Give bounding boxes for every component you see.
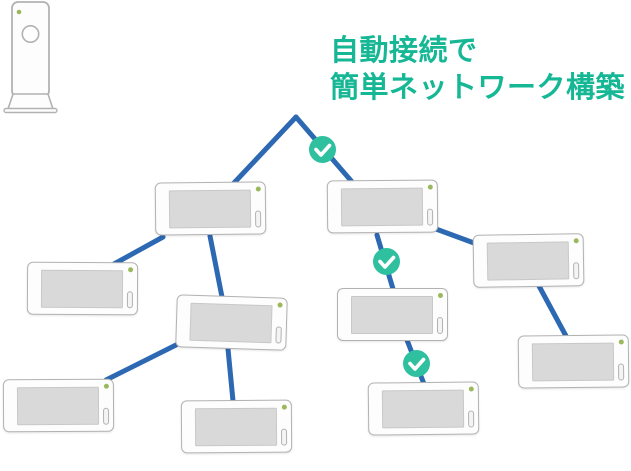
status-led-icon (427, 184, 433, 190)
status-led-icon (281, 404, 287, 410)
phone-3 (175, 294, 288, 351)
connection-line (225, 346, 236, 404)
wifi-base-station (0, 0, 60, 121)
phone-6 (326, 179, 439, 234)
phone-screen (381, 389, 465, 429)
connection-line (433, 226, 477, 246)
phone-2 (26, 261, 139, 316)
phone-7 (337, 288, 448, 341)
check-icon (308, 135, 336, 163)
headline-line2: 簡単ネットワーク構築 (330, 72, 626, 104)
phone-side-button (275, 326, 282, 344)
phone-side-button (255, 210, 262, 228)
status-led-icon (277, 302, 283, 308)
phone-side-button (103, 407, 110, 425)
connection-line (230, 114, 299, 187)
connection-line (103, 342, 179, 383)
phone-10 (517, 334, 630, 389)
phone-screen (194, 407, 278, 447)
connection-line (536, 283, 569, 339)
connection-line (207, 233, 225, 300)
connection-line (111, 234, 166, 267)
status-led-icon (16, 9, 22, 15)
phone-9 (472, 233, 585, 288)
phone-side-button (281, 428, 288, 446)
headline-line1: 自動接続で (330, 35, 478, 67)
phone-side-button (126, 291, 133, 309)
status-led-icon (618, 339, 624, 345)
check-icon (372, 247, 400, 275)
phone-4 (2, 378, 115, 433)
phone-side-button (427, 208, 434, 226)
phone-side-button (468, 410, 475, 428)
status-led-icon (128, 267, 134, 273)
phone-screen (340, 187, 424, 227)
wps-button-icon (21, 24, 40, 43)
status-led-icon (438, 293, 443, 298)
phone-5 (180, 399, 293, 454)
phone-side-button (573, 262, 580, 280)
phone-screen (486, 241, 570, 281)
phone-screen (351, 296, 433, 334)
base-station-baseplate (3, 107, 58, 114)
phone-side-button (618, 363, 625, 381)
phone-screen (40, 269, 124, 309)
phone-1 (154, 181, 267, 236)
base-station-body (11, 1, 50, 98)
status-led-icon (573, 238, 579, 244)
phone-8 (367, 381, 480, 436)
status-led-icon (103, 383, 109, 389)
headline: 自動接続で 簡単ネットワーク構築 (330, 33, 625, 107)
phone-side-button (437, 317, 443, 334)
check-icon (402, 349, 430, 377)
base-station-stand (6, 93, 55, 110)
phone-screen (16, 386, 100, 426)
phone-screen (189, 302, 273, 344)
phone-screen (168, 189, 252, 229)
status-led-icon (255, 186, 261, 192)
status-led-icon (468, 386, 474, 392)
phone-screen (531, 342, 615, 382)
